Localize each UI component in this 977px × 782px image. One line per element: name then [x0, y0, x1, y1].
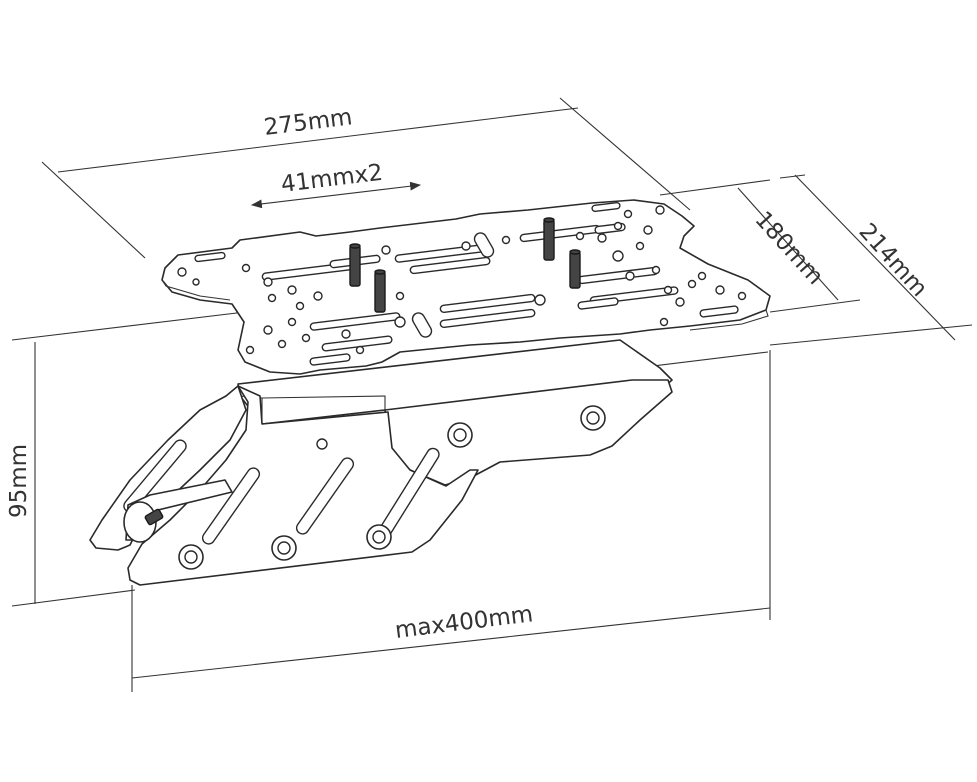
label-41mmx2: 41mmx2 [280, 160, 385, 198]
plate-bolts [349, 217, 581, 313]
right-clamp-plate [384, 379, 673, 486]
label-180mm: 180mm [750, 207, 829, 290]
label-max400mm: max400mm [394, 601, 535, 644]
spacing-arrow [250, 181, 422, 209]
plate-slots [194, 201, 739, 366]
side-arm [89, 385, 479, 586]
dimension-lines [11, 97, 973, 692]
label-95mm: 95mm [6, 444, 32, 518]
label-275mm: 275mm [263, 104, 354, 141]
label-214mm: 214mm [854, 219, 933, 302]
mounting-plate [161, 199, 771, 375]
